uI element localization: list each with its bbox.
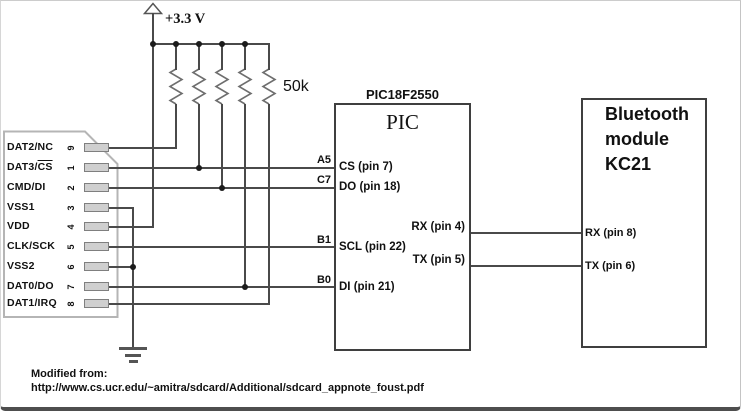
resistor-icon bbox=[237, 68, 253, 105]
clk-sck-wire bbox=[109, 246, 334, 248]
resistor5-lead bbox=[268, 104, 270, 305]
resistor2-lead bbox=[198, 104, 200, 169]
sd-pin-label-text: VSS1 bbox=[7, 201, 35, 213]
sd-pad bbox=[84, 222, 109, 231]
pic-pin-di: DI (pin 21) bbox=[339, 281, 395, 293]
sd-pad bbox=[84, 242, 109, 251]
sd-pin-number: 4 bbox=[66, 224, 76, 230]
resistor-value-label: 50k bbox=[283, 78, 309, 95]
vdd-wire bbox=[109, 226, 154, 228]
junction-dot bbox=[219, 41, 225, 47]
resistor-icon bbox=[214, 68, 230, 105]
supply-voltage-label: +3.3 V bbox=[165, 11, 206, 27]
sd-pin-number: 6 bbox=[66, 264, 76, 270]
sd-pad bbox=[84, 163, 109, 172]
source-note: Modified from: http://www.cs.ucr.edu/~am… bbox=[31, 368, 424, 395]
pic-box bbox=[334, 103, 471, 351]
resistor2-lead bbox=[198, 43, 200, 70]
junction-dot bbox=[242, 41, 248, 47]
junction-dot bbox=[242, 284, 248, 290]
vss1-wire bbox=[109, 207, 134, 209]
dat0-do-wire bbox=[109, 286, 334, 288]
pic-chip-label: PIC bbox=[386, 110, 419, 134]
sd-pin-label-text: VSS2 bbox=[7, 260, 35, 272]
sd-pad bbox=[84, 203, 109, 212]
pic-part-number: PIC18F2550 bbox=[366, 87, 439, 102]
junction-dot bbox=[173, 41, 179, 47]
sd-pin-label-text: DAT2/NC bbox=[7, 141, 54, 153]
ground-vertical-wire bbox=[132, 207, 134, 348]
vss2-wire bbox=[109, 266, 134, 268]
bluetooth-box bbox=[581, 98, 707, 348]
sd-pad bbox=[84, 183, 109, 192]
sd-pad bbox=[84, 282, 109, 291]
sd-pad bbox=[84, 143, 109, 152]
dat2-wire bbox=[109, 147, 177, 149]
sd-pin-label: CMD/DI bbox=[7, 181, 46, 195]
sd-pin-label: DAT3/CS bbox=[7, 161, 53, 175]
source-note-line1: Modified from: bbox=[31, 368, 108, 380]
sd-pin-number: 9 bbox=[66, 145, 76, 151]
junction-dot bbox=[196, 165, 202, 171]
ground-icon bbox=[129, 360, 138, 363]
sd-pin-label: DAT1/IRQ bbox=[7, 297, 57, 311]
sd-pin-number: 2 bbox=[66, 185, 76, 191]
junction-dot bbox=[130, 264, 136, 270]
sd-pin-number: 8 bbox=[66, 301, 76, 307]
sd-pin-label: DAT0/DO bbox=[7, 280, 54, 294]
resistor1-lead bbox=[175, 43, 177, 70]
port-label-c7: C7 bbox=[316, 174, 331, 186]
supply-vertical-wire bbox=[152, 13, 154, 228]
sd-pin-label: CLK/SCK bbox=[7, 240, 55, 254]
resistor4-lead bbox=[244, 104, 246, 288]
pic-pin-scl: SCL (pin 22) bbox=[339, 241, 406, 253]
pic-pin-cs: CS (pin 7) bbox=[339, 161, 393, 173]
resistor4-lead bbox=[244, 43, 246, 70]
power-arrow-icon bbox=[142, 2, 164, 15]
pic-pin-rx: RX (pin 4) bbox=[411, 221, 465, 233]
junction-dot bbox=[196, 41, 202, 47]
sd-pin-number: 1 bbox=[66, 165, 76, 171]
bluetooth-pin-tx: TX (pin 6) bbox=[585, 260, 636, 272]
sd-pin-label-overline: CS bbox=[37, 161, 53, 173]
resistor3-lead bbox=[221, 43, 223, 70]
sd-pin-label: DAT2/NC bbox=[7, 141, 53, 155]
sd-pad bbox=[84, 299, 109, 308]
resistor5-lead bbox=[268, 43, 270, 70]
port-label-b1: B1 bbox=[316, 234, 331, 246]
port-label-a5: A5 bbox=[316, 154, 331, 166]
ground-icon bbox=[119, 347, 147, 350]
resistor-icon bbox=[168, 68, 184, 105]
source-note-line2: http://www.cs.ucr.edu/~amitra/sdcard/Add… bbox=[31, 381, 424, 394]
ground-icon bbox=[125, 354, 141, 357]
port-label-b0: B0 bbox=[316, 274, 331, 286]
dat1-irq-wire bbox=[109, 303, 270, 305]
resistor1-lead bbox=[175, 104, 177, 149]
sd-pin-label: VDD bbox=[7, 220, 30, 234]
sd-pin-label-text: DAT0/DO bbox=[7, 280, 54, 292]
sd-pin-label: VSS1 bbox=[7, 201, 35, 215]
sd-pin-label-text: CMD/DI bbox=[7, 181, 46, 193]
sd-pin-label-text: CLK/SCK bbox=[7, 240, 56, 252]
sd-pin-number: 3 bbox=[66, 205, 76, 211]
sd-pin-label-text: VDD bbox=[7, 220, 30, 232]
pic-pin-do: DO (pin 18) bbox=[339, 181, 401, 193]
rx-wire bbox=[471, 232, 581, 234]
junction-dot bbox=[219, 185, 225, 191]
pic-pin-tx: TX (pin 5) bbox=[412, 254, 465, 266]
bluetooth-pin-rx: RX (pin 8) bbox=[585, 227, 637, 239]
bluetooth-title: Bluetooth module KC21 bbox=[605, 104, 689, 174]
resistor-icon bbox=[261, 68, 277, 105]
sd-pin-label: VSS2 bbox=[7, 260, 35, 274]
tx-wire bbox=[471, 265, 581, 267]
sd-pin-label-text: DAT1/IRQ bbox=[7, 297, 57, 309]
resistor3-lead bbox=[221, 104, 223, 189]
junction-dot bbox=[150, 41, 156, 47]
sd-pin-label-text: DAT3/ bbox=[7, 161, 38, 173]
sd-pin-number: 7 bbox=[66, 284, 76, 290]
resistor-icon bbox=[191, 68, 207, 105]
sd-pin-number: 5 bbox=[66, 244, 76, 250]
sd-pad bbox=[84, 262, 109, 271]
power-bus-wire bbox=[152, 43, 270, 45]
